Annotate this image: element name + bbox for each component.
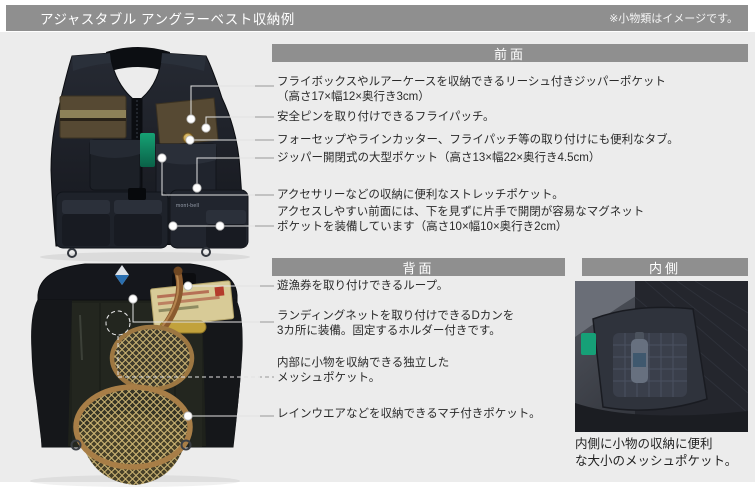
bottom-left-flap-1 <box>62 200 110 214</box>
back-left-side <box>31 300 73 447</box>
d-ring-icon <box>70 439 82 451</box>
bottom-right-flap <box>206 210 246 224</box>
image-note: ※小物類はイメージです。 <box>609 13 738 25</box>
green-tag <box>581 333 596 355</box>
callout-back-mesh-pocket: 内部に小物を収納できる独立した メッシュポケット。 <box>277 357 450 384</box>
fabric-fold <box>575 281 660 337</box>
front-vest-image: mont-bell <box>40 47 250 262</box>
bottle-label <box>633 353 646 367</box>
d-ring-icon <box>67 248 77 258</box>
section-header-inside: 内側 <box>582 258 748 276</box>
bottom-fold <box>575 403 748 432</box>
callout-front-zipper-pocket: フライボックスやルアーケースを収納できるリーシュ付きジッパーポケット （高さ17… <box>277 76 666 103</box>
fishing-permit-card <box>150 280 235 328</box>
inside-view-image <box>575 281 748 432</box>
section-header-back: 背面 <box>272 258 565 276</box>
page-title: アジャスタブル アングラーベスト収納例 <box>40 12 295 27</box>
left-shoulder <box>72 53 111 71</box>
d-ring-icon <box>201 247 211 257</box>
right-mid-pocket-flap <box>156 144 216 165</box>
fly-patch-line <box>60 118 126 121</box>
shadow <box>40 252 250 262</box>
bottom-left-sub-1 <box>62 214 110 246</box>
bottom-right-sub <box>206 224 246 248</box>
back-vest-image <box>30 263 243 487</box>
callout-front-fly-patch: 安全ピンを取り付けできるフライパッチ。 <box>277 111 495 123</box>
right-shoulder <box>161 53 206 71</box>
inside-caption: 内側に小物の収納に便利 な大小のメッシュポケット。 <box>575 437 738 468</box>
brand-logo-icon <box>115 265 129 285</box>
callout-back-gusset-pocket: レインウエアなどを収納できるマチ付きポケット。 <box>277 408 541 420</box>
title-bar: アジャスタブル アングラーベスト収納例 ※小物類はイメージです。 <box>6 5 748 31</box>
waist-buckle <box>128 188 146 200</box>
callout-back-permit-loop: 遊漁券を取り付けできるループ。 <box>277 280 449 292</box>
callout-front-tab: フォーセップやラインカッター、フライパッチ等の取り付けにも便利なタブ。 <box>277 134 679 146</box>
callout-back-d-rings: ランディングネットを取り付けできるDカンを 3カ所に装備。固定するホルダー付きで… <box>277 310 515 337</box>
landing-net <box>73 266 195 485</box>
left-mid-pocket-flap <box>90 140 140 158</box>
callout-front-stretch-pocket: アクセサリーなどの収納に便利なストレッチポケット。 <box>277 189 564 201</box>
bottom-left-flap-2 <box>114 200 162 214</box>
d-ring-icon <box>180 439 192 451</box>
collar <box>106 47 170 72</box>
mesh-grid <box>613 333 687 397</box>
back-zipper <box>79 314 83 361</box>
gold-snap-button <box>182 132 194 144</box>
bottom-left-sub-2 <box>114 214 162 246</box>
green-tab <box>140 133 155 167</box>
callout-front-magnet-pocket: アクセスしやすい前面には、下を見ずに片手で開閉が容易なマグネット ポケットを装備… <box>277 206 645 233</box>
brand-label: mont-bell <box>176 203 199 209</box>
back-right-side <box>202 300 243 447</box>
fly-patch-stripe <box>60 110 126 118</box>
bottle-cap <box>635 332 644 340</box>
callout-front-large-pocket: ジッパー開閉式の大型ポケット（高さ13×幅22×奥行き4.5cm） <box>277 152 601 164</box>
section-header-front: 前面 <box>272 44 748 62</box>
